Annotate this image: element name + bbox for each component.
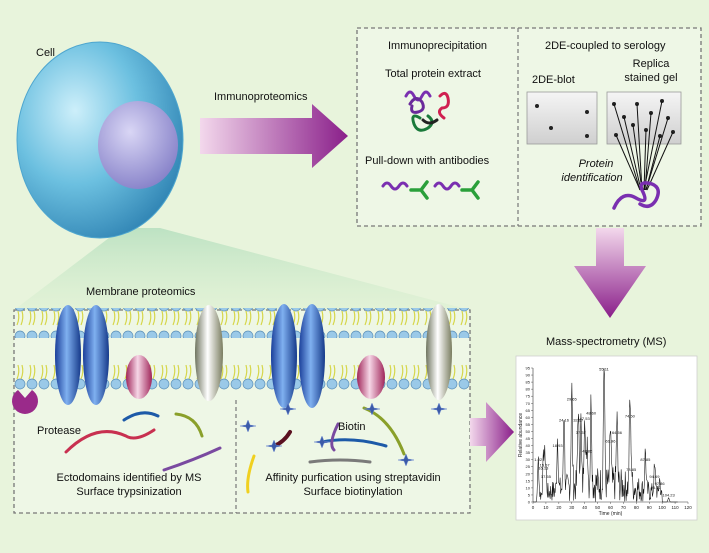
x-tick-label: 0 [532,505,535,510]
x-tick-label: 10 [543,505,549,510]
peak-label: 47.53 [580,416,591,421]
y-tick-label: 75 [526,394,531,399]
peak-label: 55.11 [599,367,609,372]
chromatogram-trace [533,367,678,503]
replica-label: Replica [632,58,670,70]
protease-shape [12,390,38,414]
y-tick-label: 65 [526,408,531,413]
peak-label: 48.86 [582,449,593,454]
y-tick-label: 20 [526,471,531,476]
peak-label: 104.23 [663,492,676,497]
peak-label: 24.16 [559,418,570,423]
peak-label: 29.65 [567,396,578,401]
x-tick-label: 30 [569,505,575,510]
y-tick-label: 45 [526,436,531,441]
y-tick-label: 95 [526,366,531,371]
arrow-membrane-to-mass-spec [470,402,514,462]
biotin-stars [239,402,448,467]
pull-down-label: Pull-down with antibodies [365,155,490,167]
surface-biotinylation-label: Surface biotinylation [303,486,403,498]
y-tick-label: 55 [526,422,531,427]
y-tick-label: 35 [526,450,531,455]
peak-label: 78.85 [626,467,637,472]
peak-label: 64.56 [612,430,623,435]
peak-label: 32.67 [573,418,584,423]
identified-protein-squiggle [612,181,660,210]
immunoproteomics-label: Immunoproteomics [214,91,308,103]
mass-spec-spectrum: 0 5 10 15 20 25 30 35 40 45 50 55 60 65 70 75 80 85 90 95 0 1… [518,366,692,518]
x-tick-label: 20 [556,505,562,510]
peak-label: 87.85 [640,457,651,462]
y-tick-label: 15 [526,478,531,483]
peak-label: 48.60 [586,410,597,415]
x-tick-label: 100 [658,505,666,510]
peak-label: 18.93 [553,443,564,448]
y-tick-label: 25 [526,464,531,469]
peak-label: 17.55 [541,474,552,479]
arrow-to-immunoproteomics [200,104,348,168]
y-tick-label: 90 [526,373,531,378]
y-tick-label: 10 [526,485,531,490]
2de-blot-label: 2DE-blot [532,74,575,86]
protein-extract-squiggles [404,90,450,132]
identification-label: identification [561,172,623,184]
y-tick-label: 60 [526,415,531,420]
membrane-proteomics-label: Membrane proteomics [86,286,196,298]
nucleus [98,101,178,189]
peak-label: 16.13 [538,465,549,470]
y-tick-label: 40 [526,443,531,448]
ectodomains-label: Ectodomains identified by MS [56,472,202,484]
affinity-purification-label: Affinity purfication using streptavidin [265,472,441,484]
y-tick-label: 0 [528,500,531,505]
peak-label: 97.86 [655,481,666,486]
identification-lines [613,100,674,191]
peak-label: 94.69 [649,474,660,479]
x-tick-label: 60 [608,505,614,510]
x-axis-label: Time (min) [599,511,623,517]
peak-label: 61.96 [605,439,616,444]
arrow-to-mass-spec [574,228,646,318]
2de-blot-spots [535,104,589,138]
y-tick-label: 30 [526,457,531,462]
biotinylated-fragments [246,406,406,494]
x-tick-label: 90 [647,505,653,510]
mass-spec-label: Mass-spectrometry (MS) [546,336,667,348]
x-tick-label: 50 [595,505,601,510]
x-tick-label: 70 [621,505,627,510]
x-tick-label: 40 [582,505,588,510]
peak-label: 95.72 [651,485,662,490]
ectodomain-fragments [64,411,222,472]
y-tick-label: 70 [526,401,531,406]
protein-label: Protein [578,158,614,170]
membrane-zoom-beam [14,228,470,310]
y-tick-label: 5 [528,492,531,497]
y-axis-label: Relative abundance [518,413,524,457]
peak-label: 15.57 [540,463,551,468]
immunoprecipitation-label: Immunoprecipitation [388,40,488,52]
membrane-bilayer-bottom [14,360,470,392]
pull-down-antibodies [381,180,480,200]
y-tick-label: 80 [526,387,531,392]
peak-label: 1.02 [534,457,543,462]
biotin-label: Biotin [338,421,366,433]
y-tick-label: 50 [526,429,531,434]
y-tick-label: 85 [526,380,531,385]
membrane-proteins [55,304,452,408]
membrane-bilayer-top [14,308,470,338]
stained-gel-label: stained gel [624,72,678,84]
x-tick-label: 110 [671,505,679,510]
peak-label: 37.37 [576,430,587,435]
surface-trypsinization-label: Surface trypsinization [76,486,182,498]
cell-label: Cell [36,47,55,59]
protease-label: Protease [37,425,82,437]
x-tick-label: 80 [634,505,640,510]
peak-label: 74.50 [625,413,636,418]
x-tick-label: 120 [684,505,692,510]
2de-serology-label: 2DE-coupled to serology [545,40,666,52]
total-protein-extract-label: Total protein extract [385,68,481,80]
